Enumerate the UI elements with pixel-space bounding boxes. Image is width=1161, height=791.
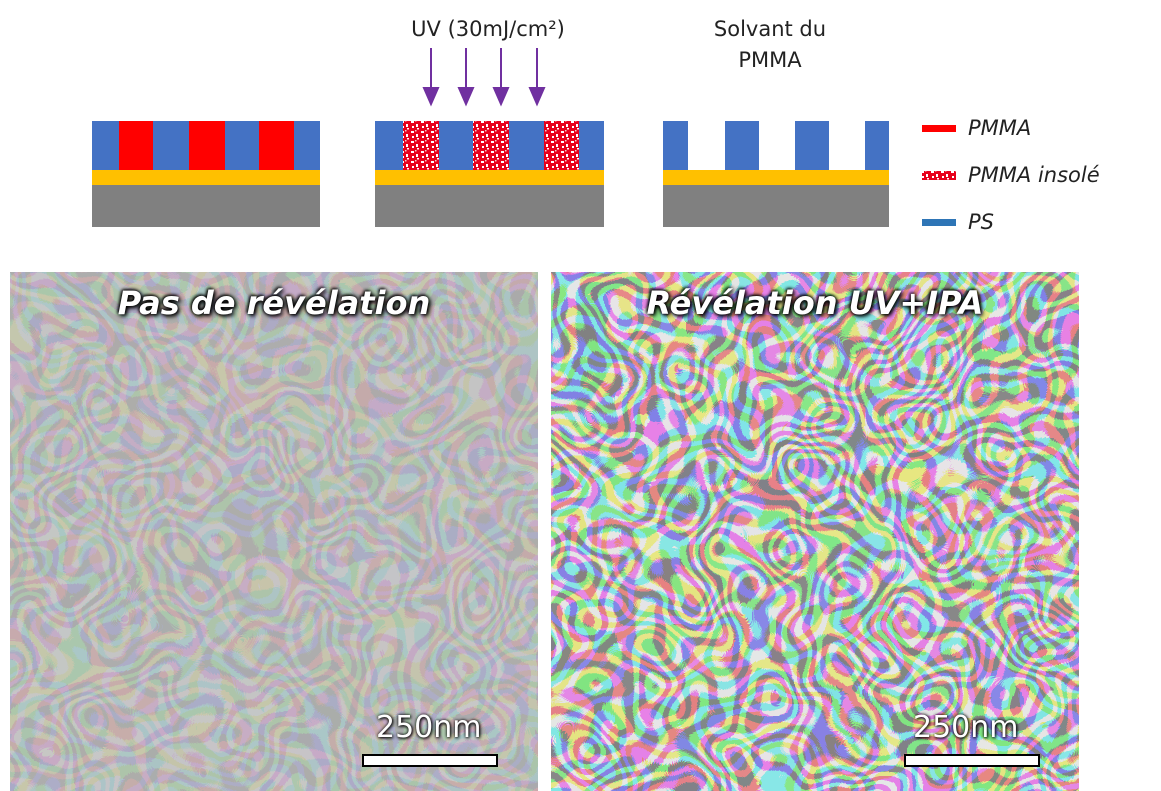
- scale-bar-label: 250nm: [376, 710, 482, 745]
- uv-arrow-head: [422, 87, 440, 107]
- pmma-exposed-domain: [473, 121, 509, 170]
- pmma-exposed-domain: [403, 121, 439, 170]
- legend-label: PMMA insolé: [968, 163, 1100, 187]
- uv-arrows: [422, 48, 546, 107]
- solvent-label-line1: Solvant du: [713, 17, 827, 41]
- pmma-domain: [189, 121, 225, 170]
- legend-item-pmma: PMMA: [968, 113, 1031, 143]
- scale-bar: [904, 754, 1040, 767]
- uv-arrow-head: [492, 87, 510, 107]
- substrate: [92, 185, 320, 227]
- process-schematic: [92, 48, 956, 227]
- scale-bar-label: 250nm: [913, 710, 1019, 745]
- legend-swatch-pmma-exposed: [922, 171, 956, 180]
- uv-exposure-label: UV (30mJ/cm²): [411, 17, 565, 41]
- substrate: [375, 185, 604, 227]
- sem-image-no-development: Pas de révélation 250nm: [10, 272, 538, 791]
- fingerprint-texture: [10, 272, 538, 791]
- gold-layer: [663, 170, 889, 185]
- stack-initial: [92, 121, 320, 227]
- solvent-label-line2: PMMA: [738, 48, 802, 72]
- stack-exposed: [375, 121, 604, 227]
- sem-image-uv-ipa: Révélation UV+IPA 250nm: [551, 272, 1079, 791]
- pmma-exposed-domain: [544, 121, 579, 170]
- legend-item-pmma-exposed: PMMA insolé: [968, 160, 1100, 190]
- legend-label: PS: [968, 210, 994, 234]
- removed-pmma-gap: [829, 121, 865, 170]
- uv-arrow-head: [457, 87, 475, 107]
- panel-title: Révélation UV+IPA: [646, 284, 984, 322]
- gold-layer: [375, 170, 604, 185]
- fingerprint-texture: [551, 272, 1079, 791]
- gold-layer: [92, 170, 320, 185]
- removed-pmma-gap: [759, 121, 795, 170]
- legend-item-ps: PS: [968, 207, 994, 237]
- panel-title: Pas de révélation: [117, 284, 431, 322]
- solvent-label: Solvant du PMMA: [690, 14, 850, 76]
- legend-swatch-ps: [922, 219, 956, 226]
- stack-developed: [663, 121, 889, 227]
- pmma-domain: [259, 121, 294, 170]
- scale-bar: [362, 754, 498, 767]
- substrate: [663, 185, 889, 227]
- removed-pmma-gap: [688, 121, 725, 170]
- legend-swatch-pmma: [922, 125, 956, 132]
- uv-arrow-head: [528, 87, 546, 107]
- legend-label: PMMA: [968, 116, 1032, 140]
- pmma-domain: [119, 121, 153, 170]
